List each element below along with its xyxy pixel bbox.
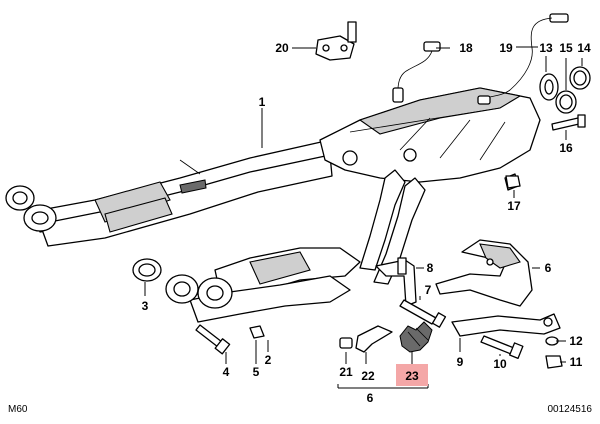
front-pipe-lower — [165, 247, 361, 323]
callout-labels: 1 2 3 4 5 6 6 7 8 9 10 11 12 13 14 15 16… — [142, 41, 591, 405]
callout-9[interactable]: 9 — [457, 355, 464, 369]
callout-13[interactable]: 13 — [539, 41, 553, 55]
model-code: M60 — [8, 404, 28, 415]
callout-6-bracket[interactable]: 6 — [545, 261, 552, 275]
callout-12[interactable]: 12 — [569, 334, 583, 348]
callout-2[interactable]: 2 — [265, 353, 272, 367]
clamp-22 — [355, 325, 393, 353]
gasket-13 — [539, 73, 559, 101]
callout-5[interactable]: 5 — [253, 365, 260, 379]
callout-15[interactable]: 15 — [559, 41, 573, 55]
nut-11 — [545, 355, 563, 369]
gasket-3 — [132, 258, 162, 282]
callout-11[interactable]: 11 — [570, 355, 583, 369]
callout-8[interactable]: 8 — [427, 261, 434, 275]
callout-18[interactable]: 18 — [459, 41, 473, 55]
bolt-10 — [480, 335, 524, 360]
callout-6-set[interactable]: 6 — [367, 391, 374, 405]
callout-1[interactable]: 1 — [259, 95, 266, 109]
callout-20[interactable]: 20 — [275, 41, 289, 55]
rubber-mount-23 — [399, 321, 433, 353]
bracket-6 — [375, 239, 533, 307]
oxygen-sensor-19 — [477, 13, 569, 105]
callout-4[interactable]: 4 — [223, 365, 230, 379]
callout-19[interactable]: 19 — [499, 41, 513, 55]
gasket-14 — [569, 66, 591, 90]
callout-23[interactable]: 23 — [405, 369, 419, 383]
bolt-4 — [195, 324, 231, 355]
front-pipe-upper — [5, 139, 333, 247]
nut-17 — [505, 175, 521, 189]
callout-17[interactable]: 17 — [507, 199, 521, 213]
nut-5 — [249, 325, 265, 339]
callout-7[interactable]: 7 — [425, 283, 432, 297]
bolt-7 — [399, 299, 447, 328]
callout-14[interactable]: 14 — [577, 41, 591, 55]
callout-21[interactable]: 21 — [339, 365, 353, 379]
bracket-20 — [315, 21, 357, 61]
diagram-number: 00124516 — [548, 404, 593, 415]
highlight-part-23 — [396, 364, 428, 386]
bolt-21 — [339, 337, 353, 349]
callout-3[interactable]: 3 — [142, 299, 149, 313]
gasket-15 — [555, 90, 577, 114]
callout-22[interactable]: 22 — [361, 369, 375, 383]
oxygen-sensor-18 — [392, 41, 441, 103]
bolt-16 — [551, 114, 586, 131]
callout-16[interactable]: 16 — [559, 141, 573, 155]
leader-lines — [144, 46, 583, 389]
callout-10[interactable]: 10 — [493, 357, 507, 371]
hanger-bracket-9 — [451, 313, 561, 337]
